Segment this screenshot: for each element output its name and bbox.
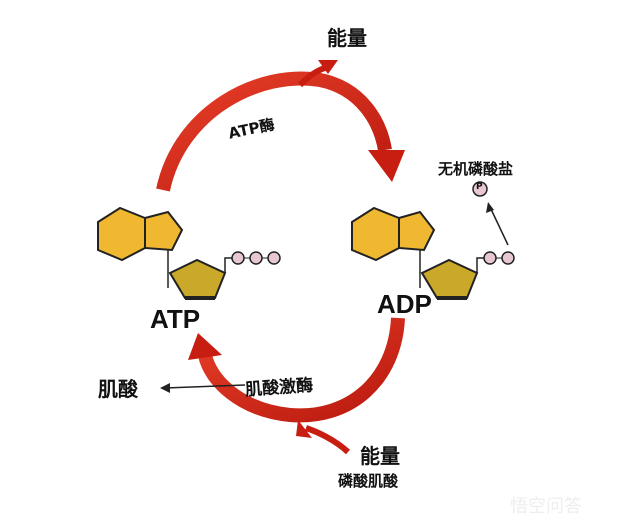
phosphate-release-arrow bbox=[486, 202, 509, 246]
creatine-label: 肌酸 bbox=[98, 377, 138, 401]
phosphocreatine-label: 磷酸肌酸 bbox=[338, 472, 399, 490]
phosphate-group bbox=[231, 251, 281, 265]
free-phosphate bbox=[472, 181, 488, 197]
energy-release-arrow bbox=[297, 60, 338, 88]
energy-bottom-label: 能量 bbox=[360, 444, 400, 468]
adp-label: ADP bbox=[377, 289, 432, 319]
atp-molecule bbox=[97, 206, 281, 300]
energy-top-label: 能量 bbox=[327, 26, 367, 50]
top-cycle-arrow bbox=[156, 71, 405, 192]
energy-input-arrow bbox=[296, 420, 351, 455]
free-phosphate-symbol: P bbox=[476, 182, 483, 192]
creatine-arrow bbox=[160, 383, 246, 393]
atp-label: ATP bbox=[150, 304, 201, 334]
creatine-kinase-label: 肌酸激酶 bbox=[244, 375, 314, 401]
bottom-cycle-arrow bbox=[188, 317, 405, 423]
watermark: 悟空问答 bbox=[510, 496, 582, 517]
adp-molecule bbox=[351, 206, 515, 300]
inorganic-phosphate-label: 无机磷酸盐 bbox=[438, 160, 514, 178]
